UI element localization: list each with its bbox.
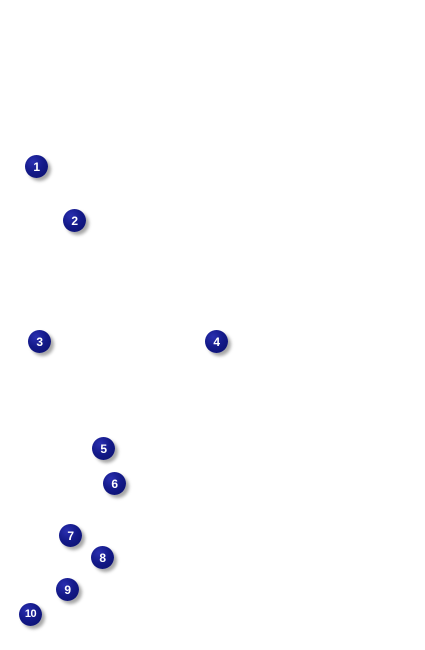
marker-9-label: 9 [64,582,71,597]
marker-9[interactable]: 9 [56,578,79,601]
marker-6-label: 6 [111,476,118,491]
marker-2[interactable]: 2 [63,209,86,232]
marker-1[interactable]: 1 [25,155,48,178]
marker-10-label: 10 [24,608,37,620]
marker-7[interactable]: 7 [59,524,82,547]
marker-3-label: 3 [36,334,43,349]
marker-4[interactable]: 4 [205,330,228,353]
marker-7-label: 7 [67,528,74,543]
marker-5[interactable]: 5 [92,437,115,460]
marker-3[interactable]: 3 [28,330,51,353]
marker-8-label: 8 [99,550,106,565]
marker-8[interactable]: 8 [91,546,114,569]
marker-1-label: 1 [33,159,40,174]
marker-6[interactable]: 6 [103,472,126,495]
marker-2-label: 2 [71,213,78,228]
marker-4-label: 4 [213,334,220,349]
marker-5-label: 5 [100,441,107,456]
marker-10[interactable]: 10 [19,603,42,626]
